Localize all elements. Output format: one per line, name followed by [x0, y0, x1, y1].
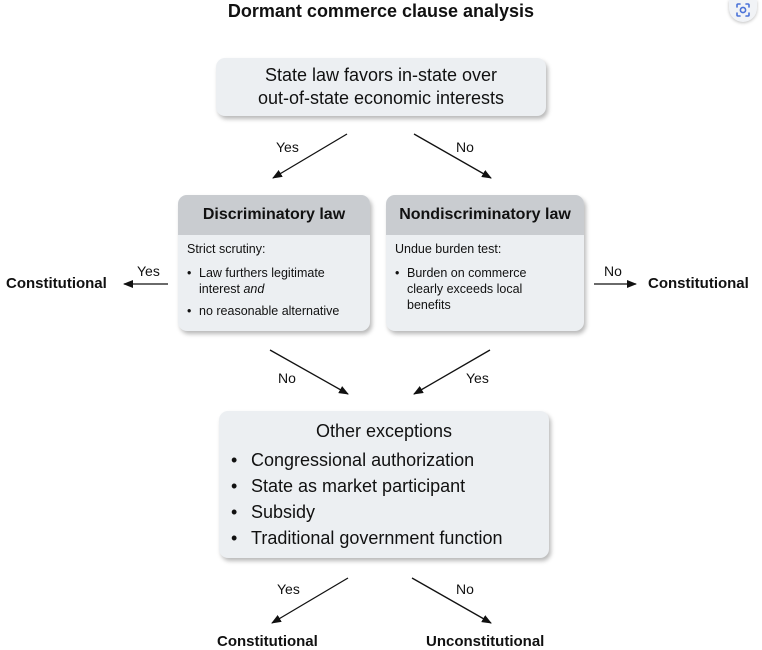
- discriminatory-bullet-1-italic: and: [243, 282, 265, 296]
- discriminatory-law-box: Discriminatory law Strict scrutiny: • La…: [178, 195, 370, 331]
- strict-scrutiny-label: Strict scrutiny:: [187, 242, 266, 256]
- exception-item-text: Congressional authorization: [251, 450, 475, 470]
- nondiscriminatory-bullet-1-text: Burden on commerce clearly exceeds local…: [407, 266, 527, 312]
- other-exceptions-box: Other exceptions • Congressional authori…: [219, 411, 549, 558]
- arrow-top-no: [413, 133, 492, 179]
- other-exceptions-title: Other exceptions: [315, 421, 453, 441]
- label-middle-no: No: [278, 370, 296, 386]
- discriminatory-bullet-1: • Law furthers legitimate interest and: [187, 266, 325, 296]
- question-line-1: State law favors in-state over: [264, 65, 498, 85]
- nondiscriminatory-law-box: Nondiscriminatory law Undue burden test:…: [386, 195, 584, 331]
- arrow-middle-yes: [413, 349, 491, 395]
- exception-item: • Traditional government function: [231, 525, 549, 551]
- outcome-bottom-constitutional: Constitutional: [217, 633, 318, 650]
- label-top-no: No: [456, 139, 474, 155]
- exception-item: • Subsidy: [231, 499, 549, 525]
- question-line-2: out-of-state economic interests: [257, 88, 505, 108]
- outcome-right-constitutional: Constitutional: [648, 275, 749, 292]
- label-top-yes: Yes: [276, 139, 299, 155]
- discriminatory-bullet-1-text: Law furthers legitimate interest: [199, 266, 325, 296]
- discriminatory-law-header: Discriminatory law: [178, 195, 370, 235]
- exception-item-text: State as market participant: [251, 476, 466, 496]
- label-right-no: No: [604, 263, 622, 279]
- visual-search-button[interactable]: [729, 0, 757, 22]
- outcome-bottom-unconstitutional: Unconstitutional: [426, 633, 545, 650]
- undue-burden-label: Undue burden test:: [395, 242, 502, 256]
- arrow-middle-no: [269, 349, 349, 395]
- arrow-bottom-yes: [271, 577, 349, 624]
- arrow-top-yes: [272, 133, 348, 179]
- exception-item: • Congressional authorization: [231, 447, 549, 473]
- exception-item: • State as market participant: [231, 473, 549, 499]
- label-middle-yes: Yes: [466, 370, 489, 386]
- arrow-bottom-no: [411, 577, 492, 624]
- diagram-title: Dormant commerce clause analysis: [227, 1, 535, 21]
- nondiscriminatory-law-header: Nondiscriminatory law: [386, 195, 584, 235]
- label-bottom-no: No: [456, 581, 474, 597]
- lens-icon: [736, 3, 750, 17]
- discriminatory-bullet-2-text: no reasonable alternative: [199, 304, 340, 318]
- question-box: State law favors in-state over out-of-st…: [216, 58, 546, 116]
- exception-item-text: Traditional government function: [251, 528, 503, 548]
- discriminatory-bullet-2: • no reasonable alternative: [187, 304, 340, 318]
- label-bottom-yes: Yes: [277, 581, 300, 597]
- outcome-left-constitutional: Constitutional: [6, 275, 107, 292]
- label-left-yes: Yes: [137, 263, 160, 279]
- exception-item-text: Subsidy: [251, 502, 316, 522]
- nondiscriminatory-bullet-1: • Burden on commerce clearly exceeds loc…: [395, 265, 575, 313]
